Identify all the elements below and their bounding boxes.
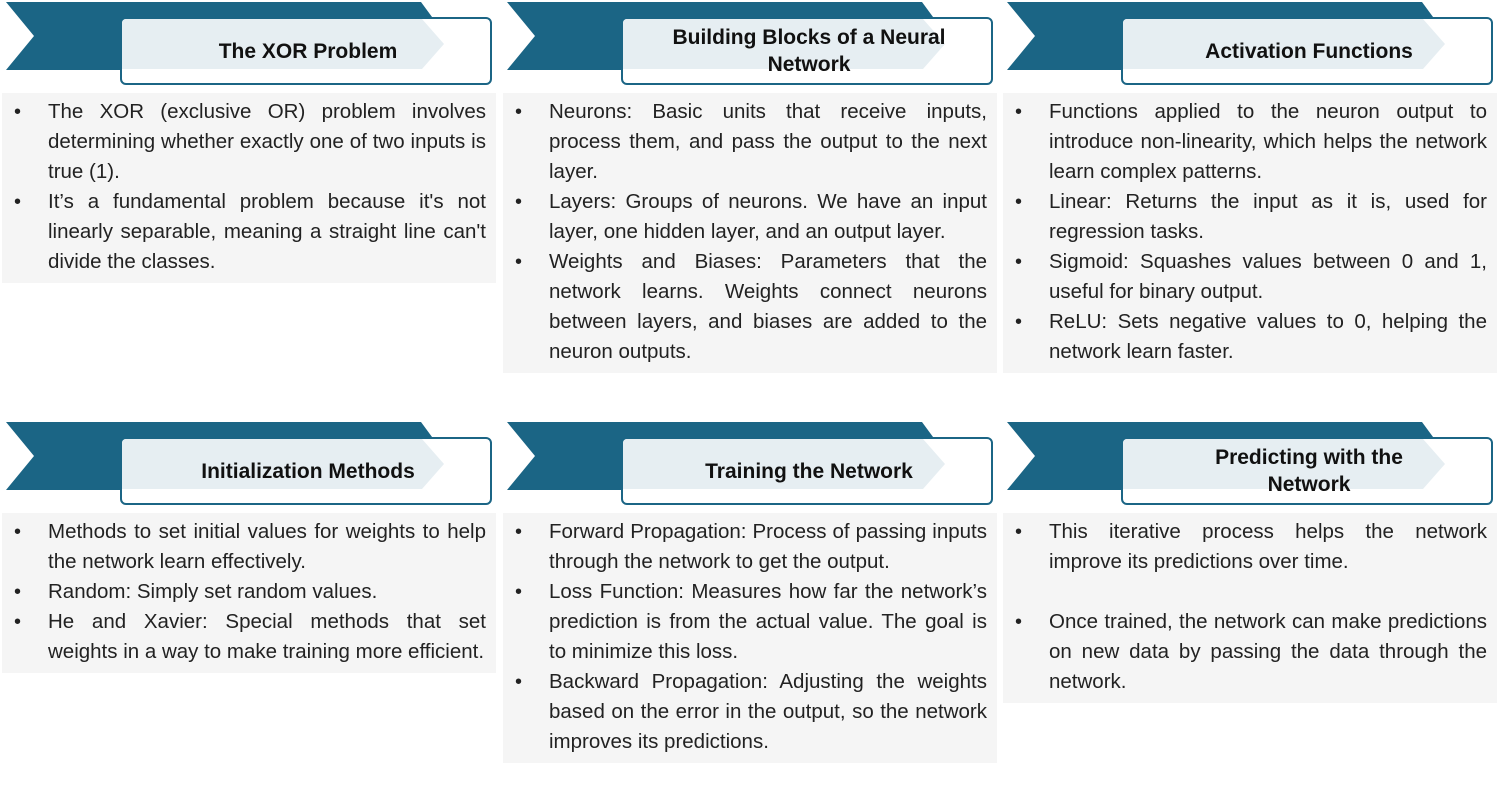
title-tab-shape xyxy=(1123,439,1445,489)
card-title: Building Blocks of a Neural Network xyxy=(672,26,946,76)
bullet-icon: • xyxy=(14,581,22,603)
list-item: •It’s a fundamental problem because it's… xyxy=(10,187,486,277)
title-tab-shape xyxy=(623,19,945,69)
card-title-box: Predicting with the Network xyxy=(1121,437,1493,505)
list-item: •Layers: Groups of neurons. We have an i… xyxy=(511,187,987,247)
list-item: •Functions applied to the neuron output … xyxy=(1011,97,1487,187)
bullet-list: •Forward Propagation: Process of passing… xyxy=(511,517,987,757)
bullet-icon: • xyxy=(14,611,22,633)
bullet-icon: • xyxy=(14,521,22,543)
list-item: •Backward Propagation: Adjusting the wei… xyxy=(511,667,987,757)
bullet-list: •This iterative process helps the networ… xyxy=(1011,517,1487,697)
card-title: The XOR Problem xyxy=(218,39,398,63)
title-tab-shape xyxy=(1123,19,1445,69)
bullet-icon: • xyxy=(515,101,523,123)
list-item: •Weights and Biases: Parameters that the… xyxy=(511,247,987,367)
bullet-icon: • xyxy=(515,251,523,273)
card-body: •Neurons: Basic units that receive input… xyxy=(503,93,997,373)
card-body: •This iterative process helps the networ… xyxy=(1003,513,1497,703)
bullet-icon: • xyxy=(515,521,523,543)
card-title: Activation Functions xyxy=(1205,39,1413,63)
card-body: •The XOR (exclusive OR) problem involves… xyxy=(2,93,496,283)
list-item: •He and Xavier: Special methods that set… xyxy=(10,607,486,667)
bullet-icon: • xyxy=(1015,101,1023,123)
list-item: •Random: Simply set random values. xyxy=(10,577,486,607)
bullet-icon: • xyxy=(14,191,22,213)
bullet-icon: • xyxy=(515,671,523,693)
card-title: Predicting with the Network xyxy=(1215,446,1403,496)
list-item: •This iterative process helps the networ… xyxy=(1011,517,1487,577)
list-item: •Methods to set initial values for weigh… xyxy=(10,517,486,577)
bullet-icon: • xyxy=(14,101,22,123)
bullet-icon: • xyxy=(1015,191,1023,213)
bullet-icon: • xyxy=(1015,251,1023,273)
title-tab-shape xyxy=(122,19,444,69)
list-item: •ReLU: Sets negative values to 0, helpin… xyxy=(1011,307,1487,367)
card-title-box: Building Blocks of a Neural Network xyxy=(621,17,993,85)
bullet-list: •Methods to set initial values for weigh… xyxy=(10,517,486,667)
title-tab-shape xyxy=(623,439,945,489)
list-item: •Neurons: Basic units that receive input… xyxy=(511,97,987,187)
card-title-box: The XOR Problem xyxy=(120,17,492,85)
bullet-list: •Functions applied to the neuron output … xyxy=(1011,97,1487,367)
list-item: •Forward Propagation: Process of passing… xyxy=(511,517,987,577)
card-body: •Functions applied to the neuron output … xyxy=(1003,93,1497,373)
title-tab-shape xyxy=(122,439,444,489)
list-item: •Loss Function: Measures how far the net… xyxy=(511,577,987,667)
list-item: •Sigmoid: Squashes values between 0 and … xyxy=(1011,247,1487,307)
list-item: •Linear: Returns the input as it is, use… xyxy=(1011,187,1487,247)
list-item: •The XOR (exclusive OR) problem involves… xyxy=(10,97,486,187)
card-body: •Forward Propagation: Process of passing… xyxy=(503,513,997,763)
bullet-icon: • xyxy=(515,191,523,213)
card-title: Training the Network xyxy=(705,459,913,483)
bullet-icon: • xyxy=(1015,521,1023,543)
bullet-icon: • xyxy=(1015,611,1023,633)
bullet-icon: • xyxy=(515,581,523,603)
card-body: •Methods to set initial values for weigh… xyxy=(2,513,496,673)
bullet-icon: • xyxy=(1015,311,1023,333)
card-title-box: Activation Functions xyxy=(1121,17,1493,85)
card-title-box: Training the Network xyxy=(621,437,993,505)
list-item: •Once trained, the network can make pred… xyxy=(1011,607,1487,697)
bullet-list: •Neurons: Basic units that receive input… xyxy=(511,97,987,367)
card-title: Initialization Methods xyxy=(201,459,415,483)
card-title-box: Initialization Methods xyxy=(120,437,492,505)
bullet-list: •The XOR (exclusive OR) problem involves… xyxy=(10,97,486,277)
